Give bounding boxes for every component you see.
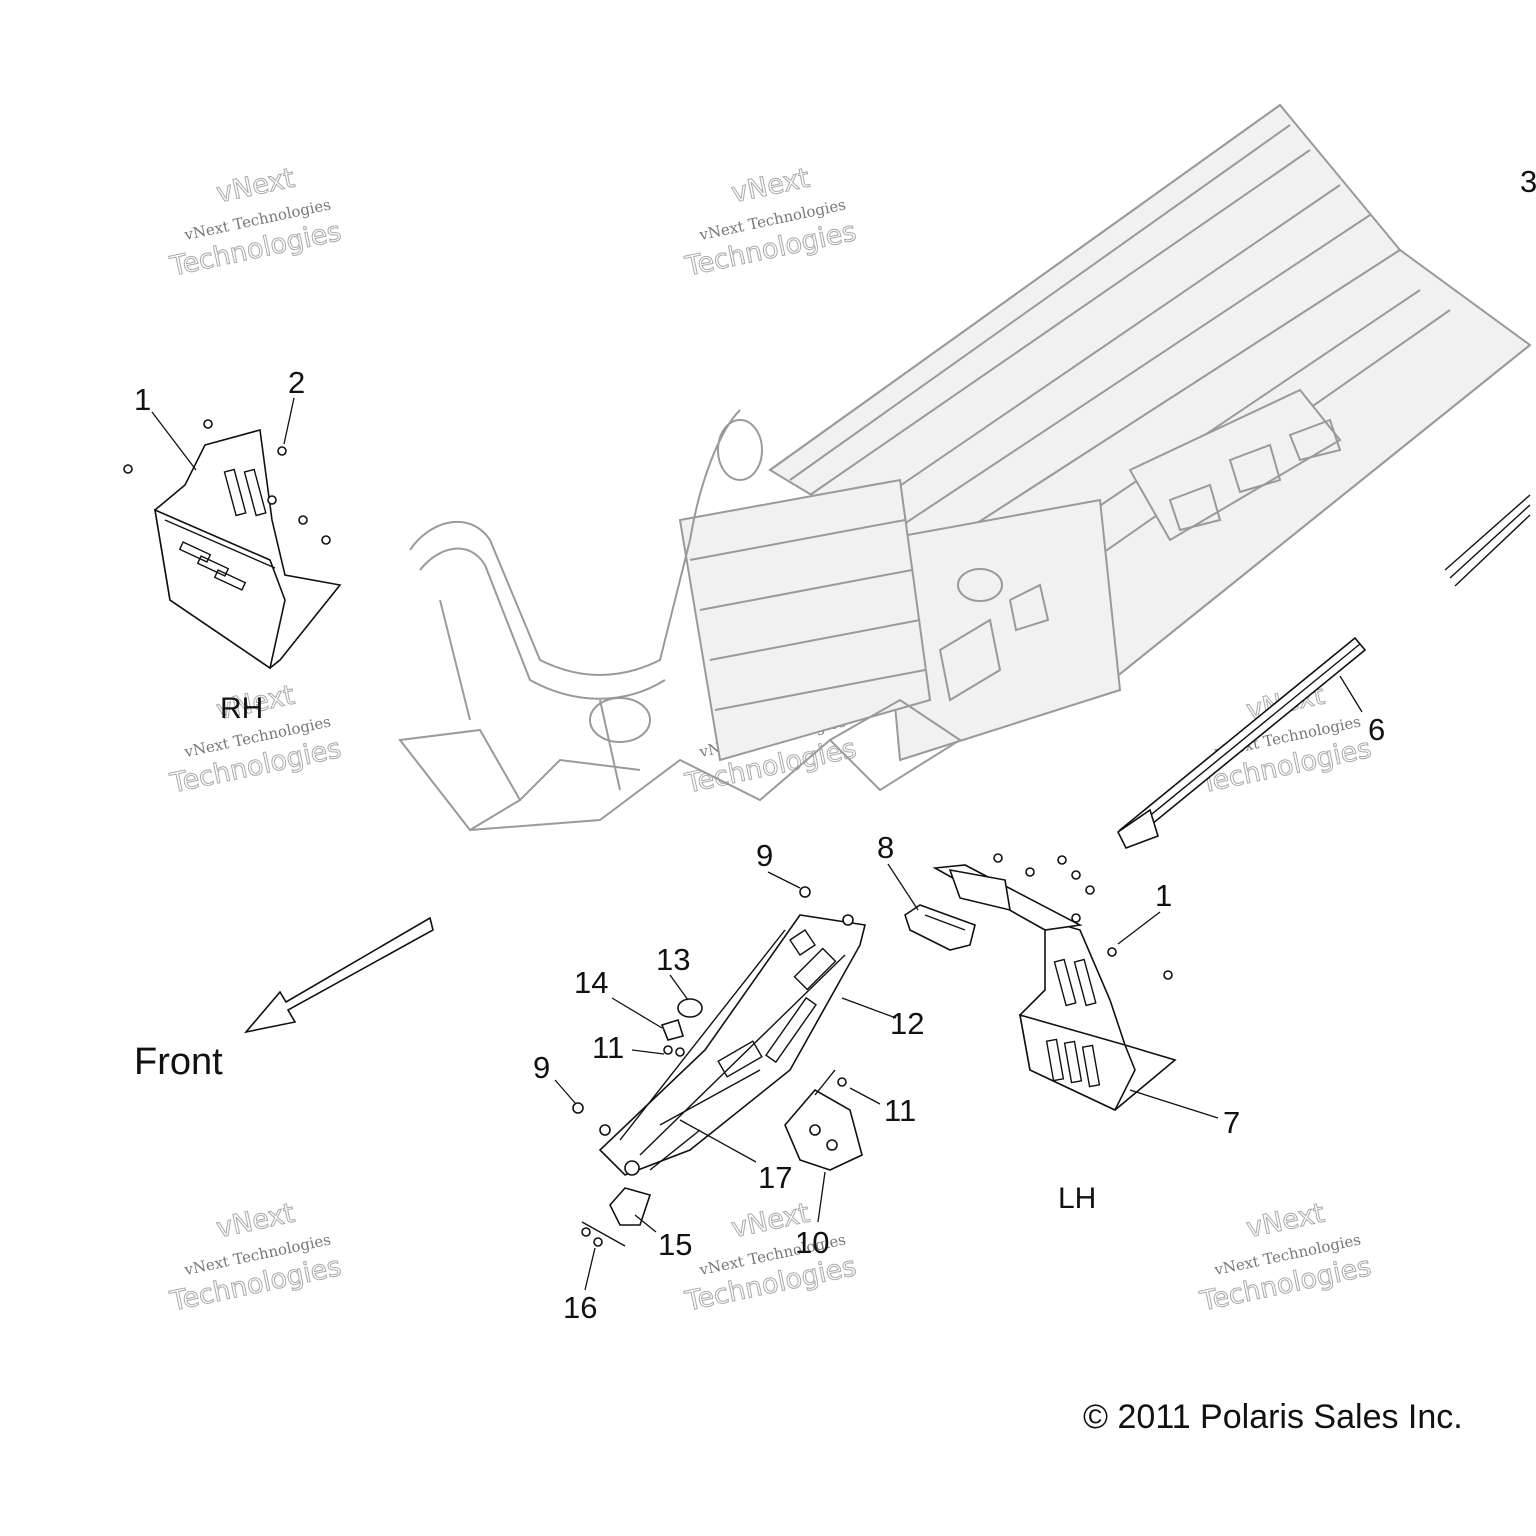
watermark-top-left: vNext vNext Technologies Technologies (166, 162, 344, 283)
part-14-clip (660, 1018, 685, 1041)
watermark-bottom-center: vNext vNext Technologies Technologies (681, 1197, 859, 1318)
part-11-fastener-left (663, 1045, 685, 1057)
svg-text:vNext: vNext (214, 163, 298, 210)
callout-11-right: 11 (884, 1093, 916, 1128)
callout-13: 13 (656, 942, 690, 977)
callout-11-left: 11 (592, 1030, 624, 1065)
watermark-bottom-right: vNext vNext Technologies Technologies (1196, 1197, 1374, 1318)
copyright-notice: © 2011 Polaris Sales Inc. (1083, 1398, 1463, 1436)
watermark-bottom-left: vNext vNext Technologies Technologies (166, 1197, 344, 1318)
callout-2: 2 (288, 365, 305, 400)
watermark-top-center: vNext vNext Technologies Technologies (681, 162, 859, 283)
part-1-rh-footrest (123, 419, 342, 670)
callout-1-rh: 1 (134, 382, 151, 417)
part-10-bracket (784, 1069, 863, 1171)
chassis-frame (398, 103, 1532, 832)
label-lh: LH (1058, 1182, 1096, 1215)
callout-17: 17 (758, 1160, 792, 1195)
callout-6: 6 (1368, 712, 1385, 747)
callout-14: 14 (574, 965, 608, 1000)
label-front: Front (134, 1041, 223, 1083)
part-6-rail-extrusion (1116, 494, 1531, 850)
part-1-lh-bracket (932, 853, 1173, 980)
part-8-plate (904, 904, 976, 951)
callout-1-lh: 1 (1155, 878, 1172, 913)
callout-15: 15 (658, 1227, 692, 1262)
label-rh: RH (220, 692, 263, 725)
part-7-lh-footrest (1018, 918, 1177, 1112)
callout-16: 16 (563, 1290, 597, 1325)
svg-text:vNext: vNext (729, 163, 813, 210)
part-16-bolts (581, 1221, 626, 1247)
leader-lines (151, 397, 1363, 1291)
svg-text:vNext: vNext (214, 1198, 298, 1245)
part-15-bracket (609, 1187, 652, 1226)
callout-10: 10 (795, 1225, 829, 1260)
callout-3: 3 (1520, 164, 1536, 199)
callout-12: 12 (890, 1006, 924, 1041)
watermark-mid-right: vNext vNext Technologies Technologies (1196, 679, 1374, 800)
callout-9-top: 9 (756, 838, 773, 873)
svg-text:vNext: vNext (1244, 1198, 1328, 1245)
front-arrow (243, 916, 434, 1034)
callout-7: 7 (1223, 1105, 1240, 1140)
part-12-17-board (572, 886, 866, 1176)
callout-9-left: 9 (533, 1050, 550, 1085)
part-13-clip (677, 998, 703, 1018)
callout-8: 8 (877, 830, 894, 865)
